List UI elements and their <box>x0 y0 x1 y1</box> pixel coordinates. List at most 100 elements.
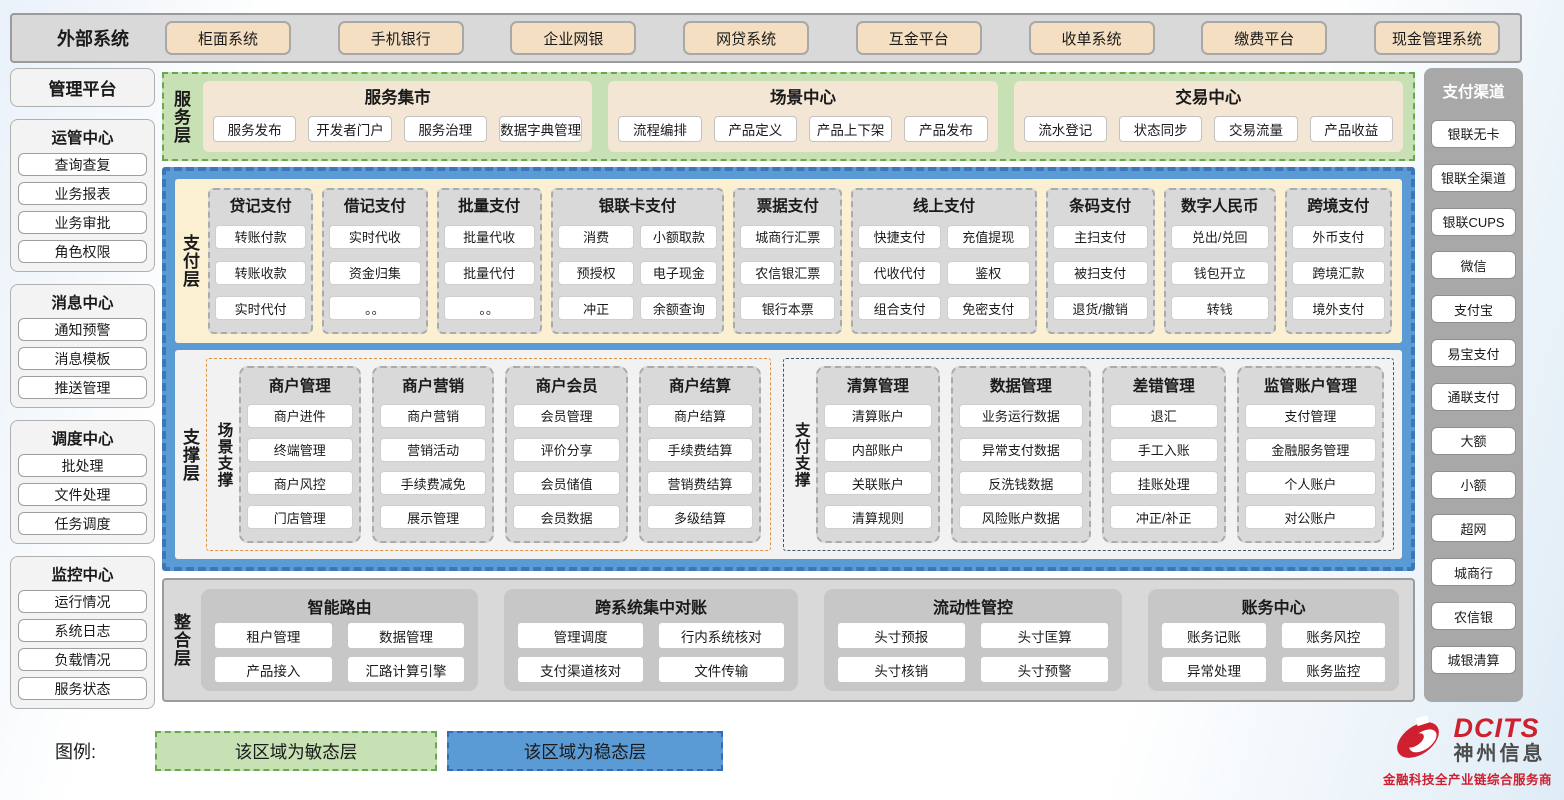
payment-item-button[interactable]: 银行本票 <box>740 296 835 320</box>
payment-item-button[interactable]: 余额查询 <box>640 296 717 320</box>
support-item-button[interactable]: 会员储值 <box>513 471 619 495</box>
payment-channel-button[interactable]: 小额 <box>1431 471 1516 499</box>
payment-item-button[interactable]: 钱包开立 <box>1171 261 1269 285</box>
payment-item-button[interactable]: 批量代收 <box>444 225 535 249</box>
payment-item-button[interactable]: 境外支付 <box>1292 296 1385 320</box>
support-item-button[interactable]: 业务运行数据 <box>959 404 1083 428</box>
integration-item-button[interactable]: 账务记账 <box>1162 623 1265 648</box>
payment-channel-button[interactable]: 银联CUPS <box>1431 208 1516 236</box>
payment-item-button[interactable]: 。。 <box>329 296 420 320</box>
support-item-button[interactable]: 手续费结算 <box>647 438 753 462</box>
payment-item-button[interactable]: 转账付款 <box>215 225 306 249</box>
support-item-button[interactable]: 挂账处理 <box>1110 471 1218 495</box>
payment-item-button[interactable]: 实时代收 <box>329 225 420 249</box>
payment-channel-button[interactable]: 微信 <box>1431 251 1516 279</box>
payment-item-button[interactable]: 实时代付 <box>215 296 306 320</box>
integration-item-button[interactable]: 租户管理 <box>215 623 332 648</box>
support-item-button[interactable]: 门店管理 <box>247 505 353 529</box>
payment-item-button[interactable]: 冲正 <box>558 296 635 320</box>
integration-item-button[interactable]: 汇路计算引擎 <box>348 657 465 682</box>
support-item-button[interactable]: 会员管理 <box>513 404 619 428</box>
integration-item-button[interactable]: 账务监控 <box>1282 657 1385 682</box>
service-item-button[interactable]: 服务治理 <box>404 116 487 142</box>
support-item-button[interactable]: 清算规则 <box>824 505 932 529</box>
integration-item-button[interactable]: 产品接入 <box>215 657 332 682</box>
payment-channel-button[interactable]: 支付宝 <box>1431 295 1516 323</box>
payment-item-button[interactable]: 小额取款 <box>640 225 717 249</box>
external-system-button[interactable]: 缴费平台 <box>1201 21 1327 55</box>
integration-item-button[interactable]: 行内系统核对 <box>659 623 784 648</box>
support-item-button[interactable]: 异常支付数据 <box>959 438 1083 462</box>
support-item-button[interactable]: 营销费结算 <box>647 471 753 495</box>
payment-item-button[interactable]: 城商行汇票 <box>740 225 835 249</box>
payment-item-button[interactable]: 批量代付 <box>444 261 535 285</box>
management-item-button[interactable]: 消息模板 <box>18 347 147 370</box>
management-item-button[interactable]: 系统日志 <box>18 619 147 642</box>
support-item-button[interactable]: 商户营销 <box>380 404 486 428</box>
external-system-button[interactable]: 互金平台 <box>856 21 982 55</box>
payment-item-button[interactable]: 转账收款 <box>215 261 306 285</box>
service-item-button[interactable]: 流程编排 <box>618 116 701 142</box>
service-item-button[interactable]: 数据字典管理 <box>499 116 582 142</box>
integration-item-button[interactable]: 账务风控 <box>1282 623 1385 648</box>
payment-item-button[interactable]: 。。 <box>444 296 535 320</box>
payment-channel-button[interactable]: 城商行 <box>1431 558 1516 586</box>
support-item-button[interactable]: 商户进件 <box>247 404 353 428</box>
support-item-button[interactable]: 商户结算 <box>647 404 753 428</box>
payment-item-button[interactable]: 消费 <box>558 225 635 249</box>
support-item-button[interactable]: 手续费减免 <box>380 471 486 495</box>
payment-channel-button[interactable]: 城银清算 <box>1431 646 1516 674</box>
integration-item-button[interactable]: 头寸核销 <box>838 657 965 682</box>
payment-item-button[interactable]: 资金归集 <box>329 261 420 285</box>
external-system-button[interactable]: 收单系统 <box>1029 21 1155 55</box>
external-system-button[interactable]: 企业网银 <box>510 21 636 55</box>
external-system-button[interactable]: 网贷系统 <box>683 21 809 55</box>
service-item-button[interactable]: 产品发布 <box>904 116 987 142</box>
payment-item-button[interactable]: 兑出/兑回 <box>1171 225 1269 249</box>
payment-item-button[interactable]: 农信银汇票 <box>740 261 835 285</box>
support-item-button[interactable]: 退汇 <box>1110 404 1218 428</box>
support-item-button[interactable]: 内部账户 <box>824 438 932 462</box>
support-item-button[interactable]: 评价分享 <box>513 438 619 462</box>
support-item-button[interactable]: 关联账户 <box>824 471 932 495</box>
integration-item-button[interactable]: 头寸预报 <box>838 623 965 648</box>
service-item-button[interactable]: 开发者门户 <box>308 116 391 142</box>
support-item-button[interactable]: 多级结算 <box>647 505 753 529</box>
payment-item-button[interactable]: 快捷支付 <box>858 225 941 249</box>
payment-item-button[interactable]: 鉴权 <box>947 261 1030 285</box>
payment-item-button[interactable]: 组合支付 <box>858 296 941 320</box>
payment-channel-button[interactable]: 通联支付 <box>1431 383 1516 411</box>
support-item-button[interactable]: 会员数据 <box>513 505 619 529</box>
management-item-button[interactable]: 业务报表 <box>18 182 147 205</box>
payment-item-button[interactable]: 外币支付 <box>1292 225 1385 249</box>
payment-channel-button[interactable]: 大额 <box>1431 427 1516 455</box>
payment-channel-button[interactable]: 银联全渠道 <box>1431 164 1516 192</box>
service-item-button[interactable]: 流水登记 <box>1024 116 1107 142</box>
management-item-button[interactable]: 业务审批 <box>18 211 147 234</box>
support-item-button[interactable]: 营销活动 <box>380 438 486 462</box>
management-item-button[interactable]: 角色权限 <box>18 240 147 263</box>
payment-channel-button[interactable]: 超网 <box>1431 514 1516 542</box>
service-item-button[interactable]: 产品上下架 <box>809 116 892 142</box>
management-item-button[interactable]: 任务调度 <box>18 512 147 535</box>
external-system-button[interactable]: 柜面系统 <box>165 21 291 55</box>
integration-item-button[interactable]: 文件传输 <box>659 657 784 682</box>
payment-channel-button[interactable]: 易宝支付 <box>1431 339 1516 367</box>
integration-item-button[interactable]: 异常处理 <box>1162 657 1265 682</box>
integration-item-button[interactable]: 头寸预警 <box>981 657 1108 682</box>
payment-item-button[interactable]: 跨境汇款 <box>1292 261 1385 285</box>
payment-item-button[interactable]: 被扫支付 <box>1053 261 1148 285</box>
management-item-button[interactable]: 查询查复 <box>18 153 147 176</box>
payment-item-button[interactable]: 预授权 <box>558 261 635 285</box>
service-item-button[interactable]: 产品定义 <box>714 116 797 142</box>
payment-channel-button[interactable]: 银联无卡 <box>1431 120 1516 148</box>
external-system-button[interactable]: 手机银行 <box>338 21 464 55</box>
management-item-button[interactable]: 批处理 <box>18 454 147 477</box>
management-item-button[interactable]: 推送管理 <box>18 376 147 399</box>
payment-channel-button[interactable]: 农信银 <box>1431 602 1516 630</box>
payment-item-button[interactable]: 代收代付 <box>858 261 941 285</box>
payment-item-button[interactable]: 免密支付 <box>947 296 1030 320</box>
support-item-button[interactable]: 终端管理 <box>247 438 353 462</box>
support-item-button[interactable]: 对公账户 <box>1245 505 1376 529</box>
external-system-button[interactable]: 现金管理系统 <box>1374 21 1500 55</box>
